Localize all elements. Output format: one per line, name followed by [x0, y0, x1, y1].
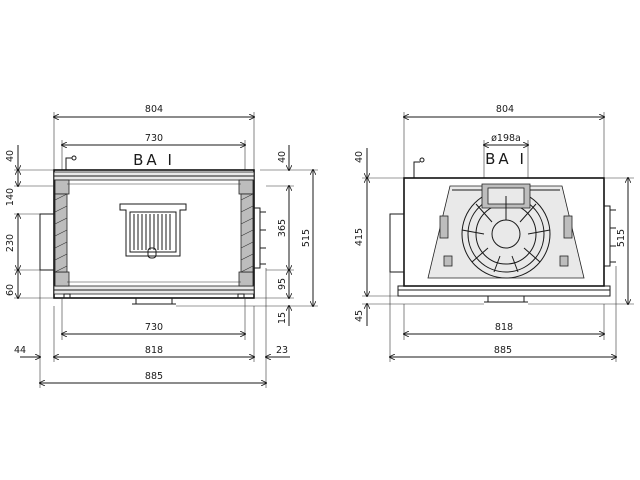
label-ba-i-right: BA I — [485, 150, 527, 168]
dim-140-left: 140 — [5, 188, 16, 206]
dim-885-right: 885 — [494, 345, 512, 356]
dim-804-right: 804 — [496, 104, 514, 115]
dim-40-right: 40 — [277, 151, 288, 163]
dim-diameter: ø198a — [491, 133, 521, 144]
dim-40-left: 40 — [5, 150, 16, 162]
fan-scroll — [427, 183, 585, 279]
dim-885-left: 885 — [145, 371, 163, 382]
terminal-block — [253, 207, 266, 269]
left-view: 804 730 BA I — [5, 104, 318, 388]
dim-818-right: 818 — [495, 322, 513, 333]
dim-515-left-view: 515 — [301, 229, 312, 247]
dim-415: 415 — [354, 228, 365, 246]
label-ba-i-left: BA I — [133, 151, 175, 169]
inlet-collar-left — [39, 213, 55, 271]
dim-15-right: 15 — [277, 312, 288, 324]
dim-60-left: 60 — [5, 284, 16, 296]
dim-730-top: 730 — [145, 133, 163, 144]
hanger-bracket — [65, 157, 72, 170]
dim-23: 23 — [276, 345, 288, 356]
dim-515-right-view: 515 — [616, 229, 627, 247]
dim-45: 45 — [354, 310, 365, 322]
right-view: 804 ø198a BA I — [354, 104, 634, 362]
dim-818-left: 818 — [145, 345, 163, 356]
dim-804: 804 — [145, 104, 163, 115]
dim-365-right: 365 — [277, 219, 288, 237]
dim-44: 44 — [14, 345, 26, 356]
motor-grille — [119, 203, 187, 259]
dim-95-right: 95 — [277, 278, 288, 290]
dim-230-left: 230 — [5, 234, 16, 252]
dim-40-right-view: 40 — [354, 151, 365, 163]
dim-730-bottom: 730 — [145, 322, 163, 333]
hanger-bracket-right — [413, 161, 420, 178]
